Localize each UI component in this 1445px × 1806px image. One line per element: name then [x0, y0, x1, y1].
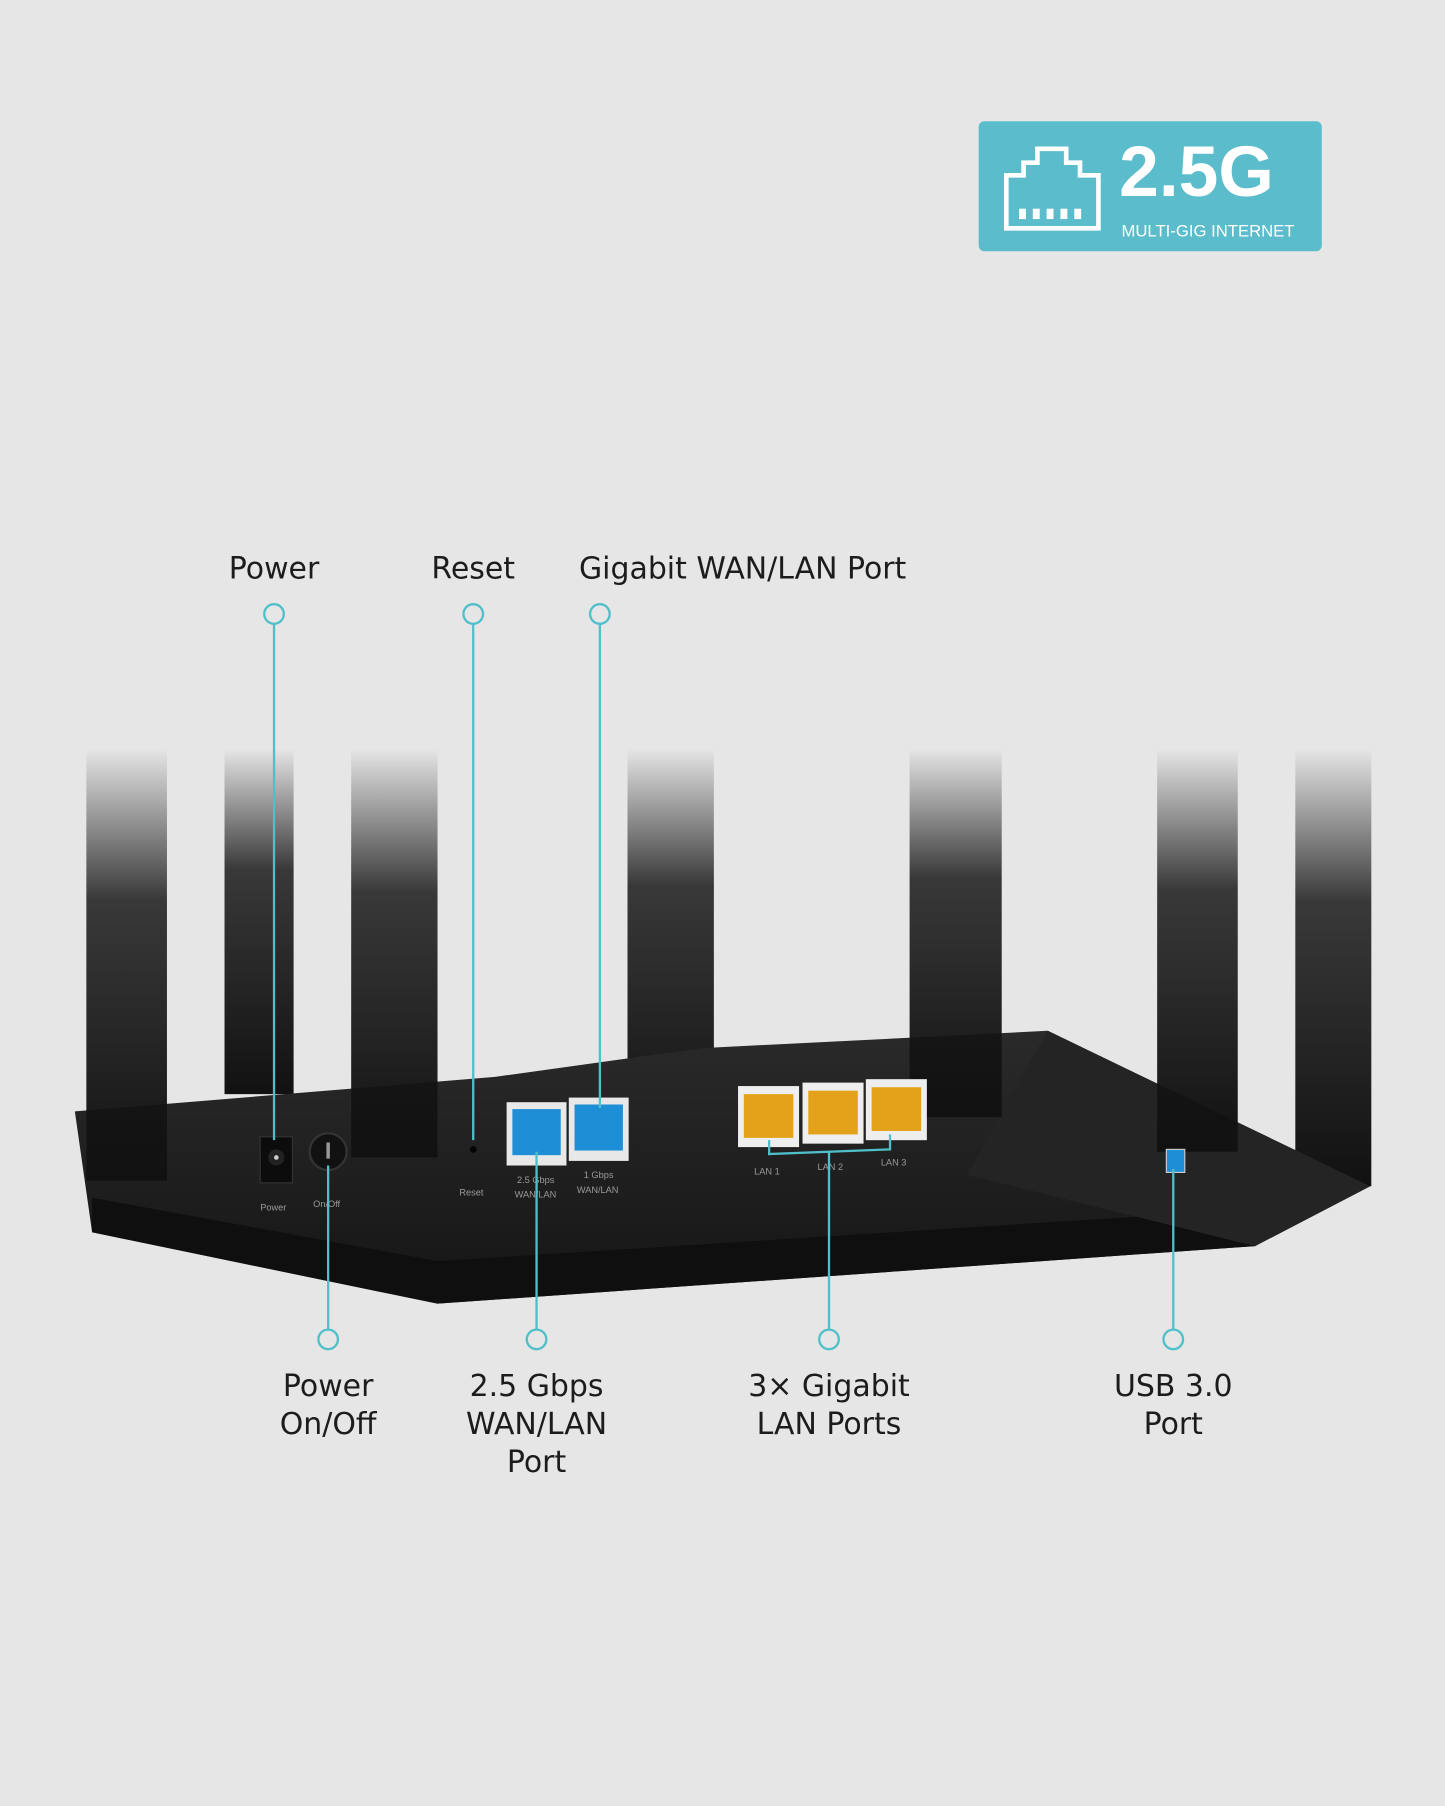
lan-port-1: [738, 1086, 800, 1148]
antenna: [86, 748, 167, 1181]
callout-line: 2.5 Gbps: [470, 1369, 604, 1404]
device-label-lan3: LAN 3: [881, 1158, 907, 1168]
device-label-reset: Reset: [459, 1187, 483, 1197]
badge-subtitle: MULTI-GIG INTERNET: [1121, 221, 1294, 240]
callout-reset: Reset: [431, 551, 515, 586]
lan-port-3: [865, 1079, 927, 1141]
device-label-lan1: LAN 1: [754, 1167, 780, 1177]
wan-port-2.5g: [506, 1102, 567, 1166]
antenna: [1295, 748, 1372, 1187]
callout-lan-ports: 3× Gigabit LAN Ports: [748, 1369, 910, 1442]
callout-lines: [263, 603, 1185, 1351]
device-label-onoff: On/Off: [313, 1199, 340, 1209]
callout-line: Power: [283, 1369, 374, 1404]
power-jack: [259, 1136, 294, 1184]
callout-line: On/Off: [280, 1407, 378, 1442]
antenna: [1157, 748, 1238, 1152]
callout-line: USB 3.0: [1114, 1369, 1233, 1404]
callout-line: Port: [1144, 1407, 1204, 1442]
device-label-power: Power: [260, 1202, 286, 1212]
callout-line: LAN Ports: [757, 1407, 902, 1442]
callout-line: WAN/LAN: [466, 1407, 607, 1442]
device-label-wan1: 1 Gbps: [584, 1170, 614, 1180]
antenna: [224, 748, 294, 1095]
badge-speed: 2.5G: [1119, 132, 1274, 212]
antenna: [909, 748, 1002, 1118]
callout-2.5g-wan-lan: 2.5 Gbps WAN/LAN Port: [466, 1369, 607, 1480]
wan-port-1g: [568, 1097, 629, 1161]
multi-gig-badge: 2.5G MULTI-GIG INTERNET: [978, 121, 1322, 252]
callout-usb: USB 3.0 Port: [1114, 1369, 1233, 1442]
device-label-wan1: WAN/LAN: [577, 1185, 619, 1195]
antennas-front: [86, 748, 1238, 1181]
callout-gigabit-wan-lan: Gigabit WAN/LAN Port: [579, 551, 907, 586]
callout-power: Power: [229, 551, 320, 586]
device-label-lan2: LAN 2: [817, 1162, 843, 1172]
callout-line: Port: [507, 1445, 567, 1480]
ethernet-port-icon: [1004, 146, 1101, 231]
antenna: [351, 748, 438, 1158]
power-button: [308, 1132, 348, 1172]
lan-port-2: [802, 1082, 864, 1144]
usb-port: [1165, 1148, 1186, 1174]
callout-line: 3× Gigabit: [748, 1369, 910, 1404]
callout-power-onoff: Power On/Off: [280, 1369, 378, 1442]
reset-hole: [469, 1145, 477, 1153]
